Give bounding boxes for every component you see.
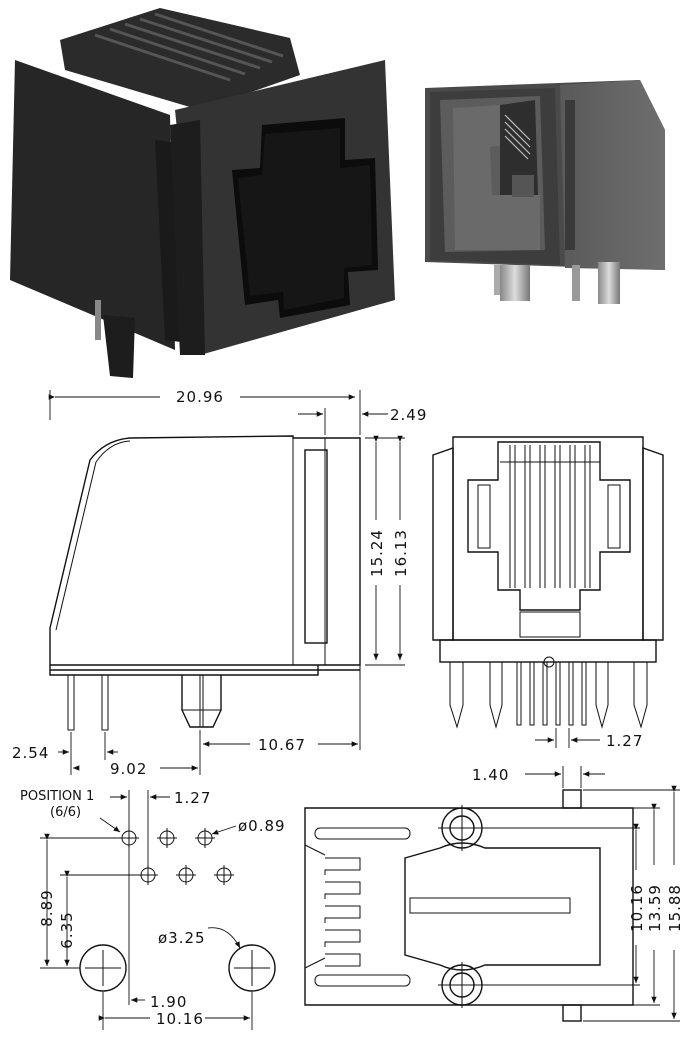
- dim-hole-pitch: 1.27: [174, 789, 211, 807]
- rj-jack-photo-side: [425, 80, 665, 304]
- dim-post-dia: ø3.25: [158, 929, 206, 947]
- dim-offset-top: 2.49: [390, 406, 427, 424]
- dim-pin-pitch: 2.54: [12, 744, 49, 762]
- dim-depth-inner: 13.59: [646, 884, 664, 932]
- dim-contact-pitch: 1.27: [606, 732, 643, 750]
- dim-tab-width: 1.40: [472, 766, 509, 784]
- dim-post-to-front: 10.67: [258, 736, 306, 754]
- side-view: 20.96 2.49 15.24 16.13 2.54 9.02 10.67: [12, 388, 427, 778]
- dim-width: 20.96: [176, 388, 224, 406]
- bottom-view: 1.40 10.16 13.59 15.88: [304, 766, 684, 1022]
- front-view: 1.27: [432, 436, 664, 750]
- dim-post-spacing: 10.16: [156, 1010, 204, 1028]
- dim-height-outer: 16.13: [392, 529, 410, 577]
- dim-row-2: 6.35: [58, 911, 76, 948]
- dim-post-spacing-bottom: 10.16: [628, 884, 646, 932]
- dim-offset-x: 1.90: [150, 993, 187, 1011]
- rj-jack-photo-front: [10, 8, 395, 378]
- position-label: POSITION 1: [20, 789, 94, 804]
- position-sublabel: (6/6): [50, 805, 81, 820]
- dim-pin-to-post: 9.02: [110, 760, 147, 778]
- dim-row-1: 8.89: [38, 889, 56, 926]
- pcb-layout: POSITION 1 (6/6) 1.27 ø0.89: [20, 789, 286, 1030]
- dim-hole-dia: ø0.89: [238, 817, 286, 835]
- dim-depth-outer: 15.88: [666, 884, 684, 932]
- dim-height-inner: 15.24: [368, 529, 386, 577]
